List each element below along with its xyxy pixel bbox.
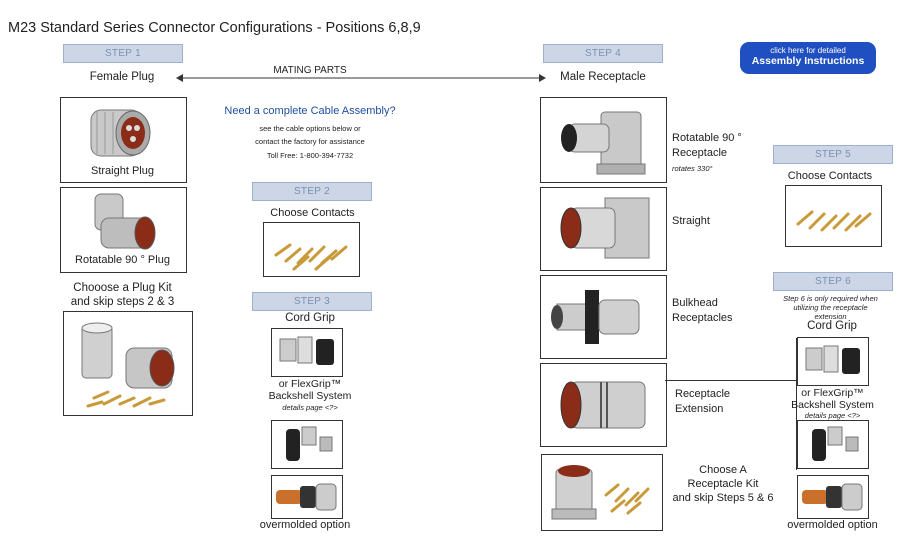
step6-overmolded-label: overmolded option — [787, 519, 878, 531]
step-6-label: STEP 6 — [773, 272, 893, 291]
rotatable-plug-image[interactable] — [60, 187, 187, 273]
receptacle-extension-image[interactable] — [540, 363, 667, 447]
choose-contacts-label: Choose Contacts — [270, 207, 355, 219]
step6-cord-grip-label: Cord Grip — [807, 320, 857, 332]
mating-parts-label: MATING PARTS — [273, 65, 347, 76]
flexgrip-line1: or FlexGrip™ — [278, 378, 342, 390]
receptacle-kit-line2: Receptacle Kit — [687, 478, 759, 490]
bulkhead-receptacle-image[interactable] — [540, 275, 667, 359]
step6-note-line2: utilizing the receptacle — [793, 303, 868, 312]
step-2-label: STEP 2 — [252, 182, 372, 201]
rotatable-receptacle-line1: Rotatable 90 ° — [672, 132, 742, 144]
step6-flexgrip-line1: or FlexGrip™ — [801, 387, 864, 399]
straight-plug-label: Straight Plug — [91, 165, 154, 177]
step-5-label: STEP 5 — [773, 145, 893, 164]
step6-overmolded-image[interactable] — [797, 475, 869, 519]
connector-line-v — [796, 338, 797, 470]
connector-line-h — [665, 380, 797, 381]
step6-details-link[interactable]: details page <?> — [804, 411, 861, 420]
receptacle-kit-line3: and skip Steps 5 & 6 — [672, 492, 774, 504]
straight-receptacle-label: Straight — [672, 215, 710, 227]
rotatable-plug-label: Rotatable 90 ° Plug — [75, 254, 170, 266]
flexgrip-line2: Backshell System — [268, 390, 352, 402]
step6-note-line1: Step 6 is only required when — [783, 294, 878, 303]
plug-kit-image[interactable] — [63, 311, 193, 416]
step6-cord-grip-image[interactable] — [797, 337, 869, 386]
bulkhead-line1: Bulkhead — [672, 297, 718, 309]
step5-contacts-image[interactable] — [785, 185, 882, 247]
extension-line1: Receptacle — [675, 388, 731, 400]
cable-phone: Toll Free: 1-800-394-7732 — [266, 151, 354, 160]
cord-grip-image[interactable] — [271, 328, 343, 377]
step-3-label: STEP 3 — [252, 292, 372, 311]
step6-flexgrip-line2: Backshell System — [791, 399, 874, 411]
assembly-instructions-button[interactable]: click here for detailed Assembly Instruc… — [740, 42, 876, 74]
flexgrip-details-link[interactable]: details page <?> — [282, 403, 338, 412]
overmolded-label: overmolded option — [259, 519, 351, 531]
overmolded-image[interactable] — [271, 475, 343, 519]
receptacle-kit-image[interactable] — [541, 454, 663, 531]
straight-plug-image[interactable] — [60, 97, 187, 183]
cord-grip-label: Cord Grip — [285, 312, 335, 324]
cable-line2: contact the factory for assistance — [255, 137, 365, 146]
plug-kit-line2: and skip steps 2 & 3 — [70, 296, 175, 308]
flexgrip-image[interactable] — [271, 420, 343, 469]
contacts-image[interactable] — [263, 222, 360, 277]
female-plug-label: Female Plug — [89, 71, 155, 83]
cable-line1: see the cable options below or — [259, 124, 361, 133]
step-4-label: STEP 4 — [543, 44, 663, 63]
rotatable-receptacle-image[interactable] — [540, 97, 667, 183]
step5-contacts-label: Choose Contacts — [787, 170, 873, 182]
step6-flexgrip-image[interactable] — [797, 420, 869, 469]
rotatable-receptacle-line2: Receptacle — [672, 147, 728, 159]
assembly-button-line2: Assembly Instructions — [751, 55, 865, 67]
straight-receptacle-image[interactable] — [540, 187, 667, 271]
receptacle-kit-line1: Choose A — [699, 464, 747, 476]
male-receptacle-label: Male Receptacle — [560, 71, 646, 83]
page-title: M23 Standard Series Connector Configurat… — [8, 20, 421, 36]
bulkhead-line2: Receptacles — [672, 312, 733, 324]
step6-note-line3: extension — [814, 312, 847, 321]
step-1-label: STEP 1 — [63, 44, 183, 63]
mating-arrow — [176, 74, 546, 82]
extension-line2: Extension — [675, 403, 724, 415]
rotates-note: rotates 330° — [672, 164, 713, 173]
cable-assembly-heading[interactable]: Need a complete Cable Assembly? — [224, 105, 396, 117]
assembly-button-line1: click here for detailed — [770, 46, 846, 55]
plug-kit-line1: Chooose a Plug Kit — [73, 282, 172, 294]
